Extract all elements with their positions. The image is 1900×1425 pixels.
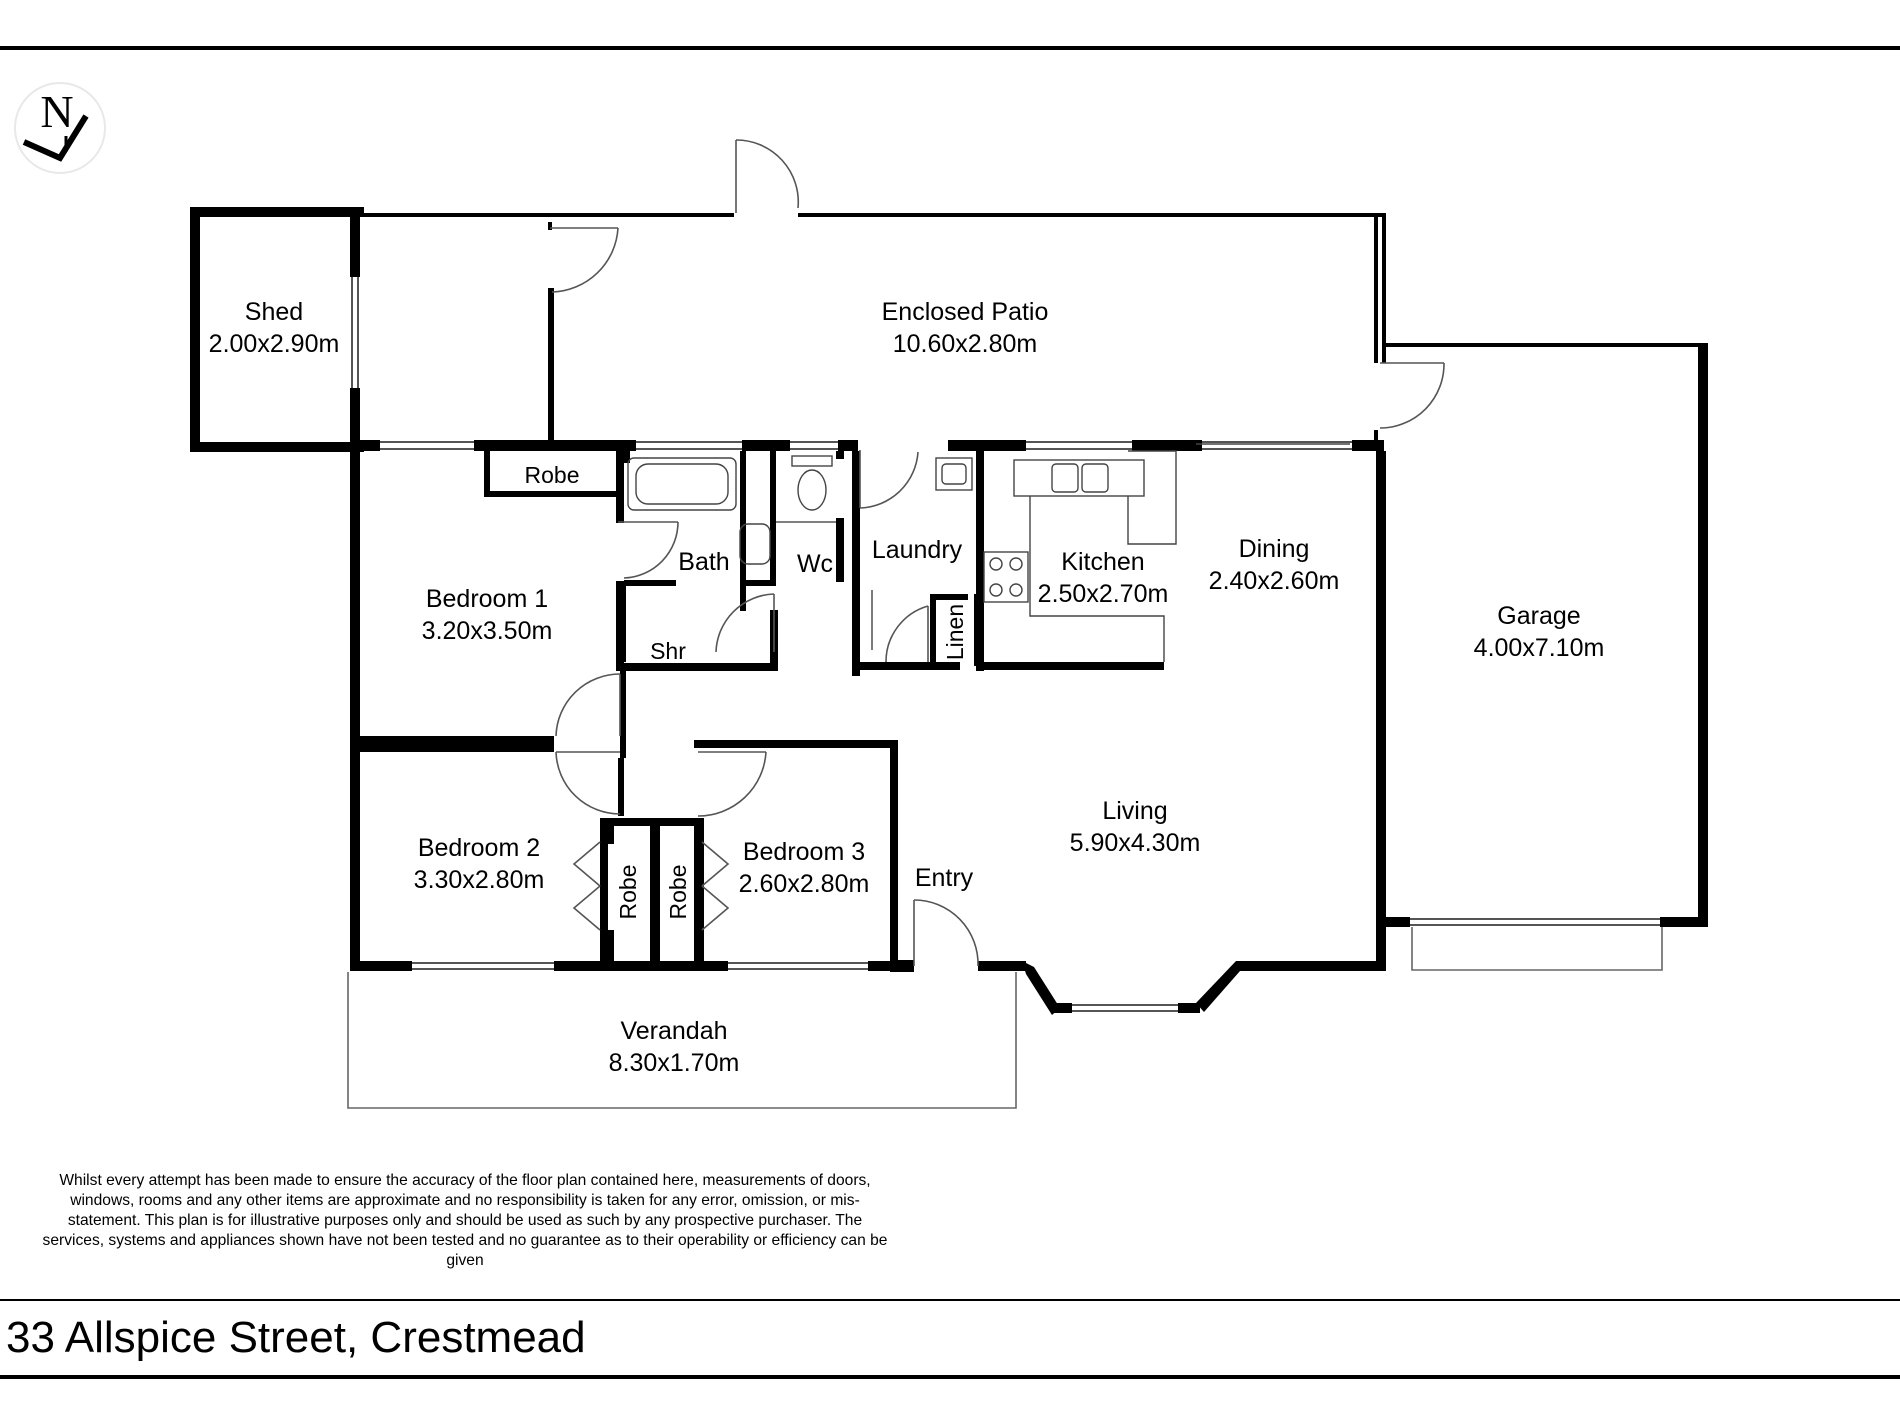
address-rule-bottom: [0, 1375, 1900, 1379]
dining-name: Dining: [1239, 535, 1310, 563]
linen-name: Linen: [942, 604, 968, 660]
kitchen-name: Kitchen: [1061, 548, 1144, 576]
shed-size: 2.00x2.90m: [209, 330, 340, 358]
cooktop-icon: [983, 551, 1029, 603]
kitchen-size: 2.50x2.70m: [1038, 580, 1169, 608]
living-name: Living: [1102, 797, 1167, 825]
north-arrow-icon: N: [14, 82, 106, 174]
toilet-icon: [791, 455, 833, 467]
patio-size: 10.60x2.80m: [893, 330, 1038, 358]
sink-icon: [1013, 459, 1145, 497]
top-rule: [0, 46, 1900, 50]
bedroom2-name: Bedroom 2: [418, 834, 540, 862]
dining-size: 2.40x2.60m: [1209, 567, 1340, 595]
fixtures: [627, 443, 1350, 662]
disclaimer-text: Whilst every attempt has been made to en…: [42, 1172, 888, 1269]
robe-bedroom3-name: Robe: [665, 865, 691, 920]
garage-name: Garage: [1497, 602, 1580, 630]
compass-letter: N: [40, 86, 73, 137]
doors: [550, 139, 1445, 967]
basin-icon: [739, 523, 771, 565]
robe-top-name: Robe: [525, 462, 580, 488]
garage-size: 4.00x7.10m: [1474, 634, 1605, 662]
verandah-name: Verandah: [620, 1017, 727, 1045]
wc-name: Wc: [797, 550, 833, 578]
property-address: 33 Allspice Street, Crestmead: [6, 1313, 586, 1362]
bedroom1-name: Bedroom 1: [426, 585, 548, 613]
bath-name: Bath: [678, 548, 729, 576]
shed-name: Shed: [245, 298, 303, 326]
bedroom3-size: 2.60x2.80m: [739, 870, 870, 898]
exterior-walls: [190, 207, 1708, 1015]
robe-bedroom2-name: Robe: [615, 865, 641, 920]
laundry-tub-icon: [935, 457, 973, 491]
verandah-size: 8.30x1.70m: [609, 1049, 740, 1077]
interior-walls: [360, 451, 1164, 972]
shower-name: Shr: [650, 638, 686, 664]
address-rule-top: [0, 1299, 1900, 1301]
outdoor-areas: [347, 927, 1663, 1109]
room-labels: Shed 2.00x2.90m Enclosed Patio 10.60x2.8…: [209, 298, 1605, 1077]
bedroom1-size: 3.20x3.50m: [422, 617, 553, 645]
living-size: 5.90x4.30m: [1070, 829, 1201, 857]
patio-name: Enclosed Patio: [882, 298, 1049, 326]
windows: [351, 277, 1660, 1012]
bathtub-icon: [627, 457, 737, 511]
entry-name: Entry: [915, 864, 974, 892]
bedroom2-size: 3.30x2.80m: [414, 866, 545, 894]
bedroom3-name: Bedroom 3: [743, 838, 865, 866]
laundry-name: Laundry: [872, 536, 963, 564]
